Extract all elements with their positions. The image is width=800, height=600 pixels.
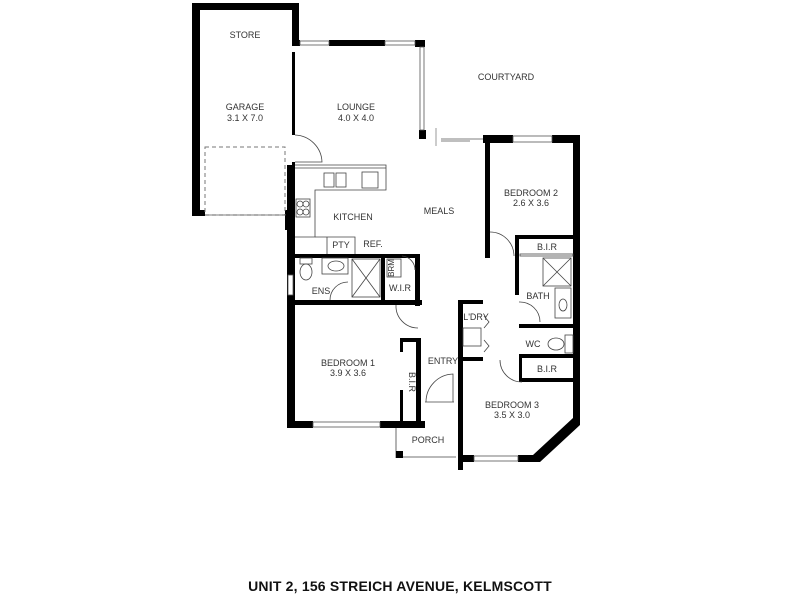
label-kitchen: KITCHEN xyxy=(333,212,373,222)
ens-window xyxy=(287,274,294,296)
label-ens: ENS xyxy=(312,286,331,296)
label-pty: PTY xyxy=(332,240,350,250)
label-ref: REF. xyxy=(363,239,383,249)
bedroom3-walls xyxy=(458,370,580,462)
label-bir3: B.I.R xyxy=(537,364,558,374)
bedroom2-window xyxy=(512,135,553,143)
bath-basin xyxy=(558,298,568,312)
label-garage: GARAGE xyxy=(226,102,265,112)
label-bir1: B.I.R xyxy=(407,372,417,393)
kitchen-bench xyxy=(295,164,387,238)
label-bedroom2-size: 2.6 X 3.6 xyxy=(513,198,549,208)
lounge-window-1 xyxy=(299,40,330,46)
label-bedroom3: BEDROOM 3 xyxy=(485,400,539,410)
bedroom1-walls xyxy=(287,300,425,428)
property-address-title: UNIT 2, 156 STREICH AVENUE, KELMSCOTT xyxy=(248,578,552,594)
bedroom3-window xyxy=(473,455,519,462)
label-brm: BRM xyxy=(387,259,396,277)
wc-toilet xyxy=(547,337,565,351)
label-lounge: LOUNGE xyxy=(337,102,375,112)
lounge-window-2 xyxy=(384,40,416,46)
label-bath: BATH xyxy=(526,291,549,301)
bath-shower xyxy=(542,257,572,287)
ensuite-walls xyxy=(294,254,422,306)
ens-toilet-cistern xyxy=(299,257,313,265)
ens-basin xyxy=(327,260,345,272)
label-lounge-size: 4.0 X 4.0 xyxy=(338,113,374,123)
lounge-walls xyxy=(292,40,426,139)
label-bedroom3-size: 3.5 X 3.0 xyxy=(494,410,530,420)
label-bedroom1: BEDROOM 1 xyxy=(321,358,375,368)
label-wc: WC xyxy=(526,339,541,349)
ens-shower xyxy=(351,258,381,298)
label-bedroom2: BEDROOM 2 xyxy=(504,188,558,198)
bedroom1-window xyxy=(312,421,381,428)
garage-door-outline xyxy=(204,146,286,216)
label-wir: W.I.R xyxy=(389,283,411,293)
label-garage-size: 3.1 X 7.0 xyxy=(227,113,263,123)
ens-toilet xyxy=(299,263,313,281)
label-store: STORE xyxy=(230,30,261,40)
garage-door-swing xyxy=(294,134,323,163)
laundry-walls xyxy=(458,300,483,470)
label-bir2: B.I.R xyxy=(537,242,558,252)
bedroom2-walls xyxy=(483,135,580,375)
label-meals: MEALS xyxy=(424,206,455,216)
label-porch: PORCH xyxy=(412,435,445,445)
lounge-side-window xyxy=(419,46,425,131)
label-bedroom1-size: 3.9 X 3.6 xyxy=(330,368,366,378)
label-ldry: L'DRY xyxy=(463,312,489,322)
label-entry: ENTRY xyxy=(428,356,458,366)
label-courtyard: COURTYARD xyxy=(478,72,535,82)
